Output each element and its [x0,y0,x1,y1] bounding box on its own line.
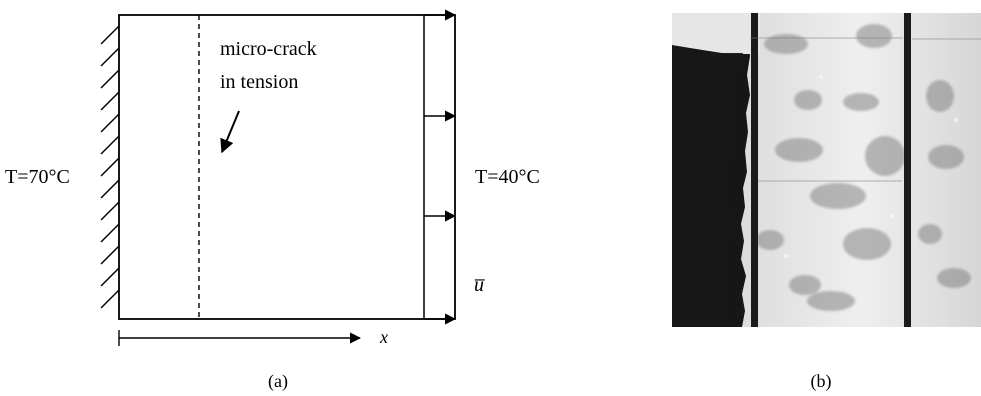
panel-a-caption: (a) [268,371,288,392]
micro-crack-label-line1: micro-crack [220,38,317,60]
displacement-arrows [424,9,457,325]
image-mottling [756,24,971,311]
specimen-box [118,14,456,320]
micro-crack-label-line2: in tension [220,71,298,93]
busbar-left [751,13,758,327]
crack-pointer-arrow [220,110,240,154]
bright-specks [783,75,958,259]
x-axis-label: x [379,327,388,347]
top-left-bright-corner [672,13,760,54]
left-temperature-label: T=70°C [5,166,70,188]
panel-b-caption: (b) [811,371,832,392]
panel-b: (b) [672,13,981,392]
fixed-support-hatch [100,25,120,309]
panel-a: micro-crack in tension T=70°C T=40°C u̅ … [5,9,540,392]
busbar-right [904,13,911,327]
electroluminescence-image [672,13,981,327]
displacement-label: u̅ [474,274,486,296]
horizontal-artifacts [750,37,981,182]
dark-left-edge [672,53,743,327]
right-temperature-label: T=40°C [475,166,540,188]
